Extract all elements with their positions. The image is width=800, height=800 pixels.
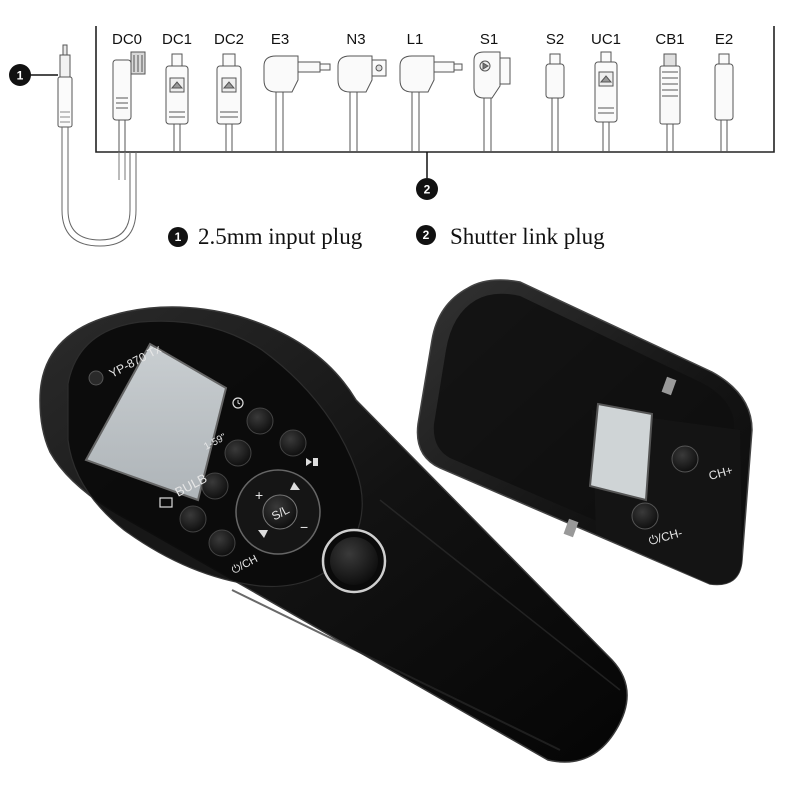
connector-l1 bbox=[399, 55, 463, 152]
bracket-frame bbox=[95, 26, 775, 153]
input-plug-2-5mm bbox=[57, 44, 137, 247]
connector-label-s2: S2 bbox=[546, 31, 564, 48]
connector-label-dc1: DC1 bbox=[162, 31, 192, 48]
connector-label-l1: L1 bbox=[407, 31, 424, 48]
callout-1-number: 1 bbox=[17, 69, 24, 83]
receiver-device: CH+ ⏻/CH- bbox=[416, 279, 753, 586]
callout-1: 1 bbox=[9, 64, 58, 86]
receiver-power-ch-button[interactable] bbox=[631, 502, 659, 530]
arrow-down-icon bbox=[258, 530, 268, 538]
legend-text-2: Shutter link plug bbox=[450, 224, 605, 249]
receiver-lcd bbox=[588, 402, 654, 502]
legend-number-2: 2 bbox=[423, 228, 430, 242]
receiver-ch-plus-button[interactable] bbox=[671, 445, 699, 473]
select-lock-button[interactable] bbox=[262, 494, 298, 530]
connector-diagram: 1 2 DC0 DC1 DC2 E3 N3 L1 S1 S2 UC1 CB1 E… bbox=[9, 26, 775, 247]
transmitter-button-top[interactable] bbox=[246, 407, 274, 435]
connector-cb1 bbox=[659, 53, 681, 152]
legend-bullet-2 bbox=[416, 225, 436, 245]
minus-label: − bbox=[300, 519, 308, 535]
connector-label-e3: E3 bbox=[271, 31, 289, 48]
plus-label: + bbox=[255, 487, 263, 503]
transmitter-device: YP-870 Tx BULB 1-59" ⏻/CH S/L + − bbox=[39, 306, 628, 763]
callout-2: 2 bbox=[416, 152, 438, 200]
connector-label-e2: E2 bbox=[715, 31, 733, 48]
connector-e3 bbox=[263, 55, 331, 152]
receiver-ch-plus-label: CH+ bbox=[707, 463, 734, 483]
legend-bullet-1 bbox=[168, 227, 188, 247]
connector-label-n3: N3 bbox=[346, 31, 365, 48]
connector-s2 bbox=[545, 53, 565, 152]
clock-icon bbox=[232, 397, 244, 409]
connector-e2 bbox=[714, 53, 734, 152]
legend: 1 2.5mm input plug 2 Shutter link plug bbox=[168, 224, 605, 249]
d-pad[interactable]: S/L + − bbox=[235, 469, 321, 555]
connector-s1 bbox=[473, 51, 511, 152]
power-ch-button[interactable] bbox=[208, 529, 236, 557]
play-pause-button[interactable] bbox=[279, 429, 307, 457]
legend-text-1: 2.5mm input plug bbox=[198, 224, 363, 249]
connector-n3 bbox=[337, 55, 387, 152]
connector-dc0 bbox=[112, 51, 146, 181]
connector-dc1 bbox=[165, 53, 189, 152]
bulb-button[interactable] bbox=[201, 472, 229, 500]
connector-label-s1: S1 bbox=[480, 31, 498, 48]
arrow-up-icon bbox=[290, 482, 300, 490]
connector-labels: DC0 DC1 DC2 E3 N3 L1 S1 S2 UC1 CB1 E2 bbox=[112, 31, 733, 48]
connector-label-cb1: CB1 bbox=[655, 31, 684, 48]
connector-label-uc1: UC1 bbox=[591, 31, 621, 48]
led-indicator bbox=[88, 370, 104, 386]
transmitter-lcd bbox=[84, 342, 228, 502]
camera-icon bbox=[159, 497, 173, 508]
callout-2-number: 2 bbox=[424, 183, 431, 197]
connector-uc1 bbox=[594, 51, 618, 152]
connector-dc2 bbox=[216, 53, 242, 152]
connector-label-dc0: DC0 bbox=[112, 31, 142, 48]
connector-label-dc2: DC2 bbox=[214, 31, 244, 48]
mode-button[interactable] bbox=[179, 505, 207, 533]
timer-button[interactable] bbox=[224, 439, 252, 467]
play-pause-icon bbox=[306, 458, 312, 466]
legend-number-1: 1 bbox=[175, 230, 182, 244]
